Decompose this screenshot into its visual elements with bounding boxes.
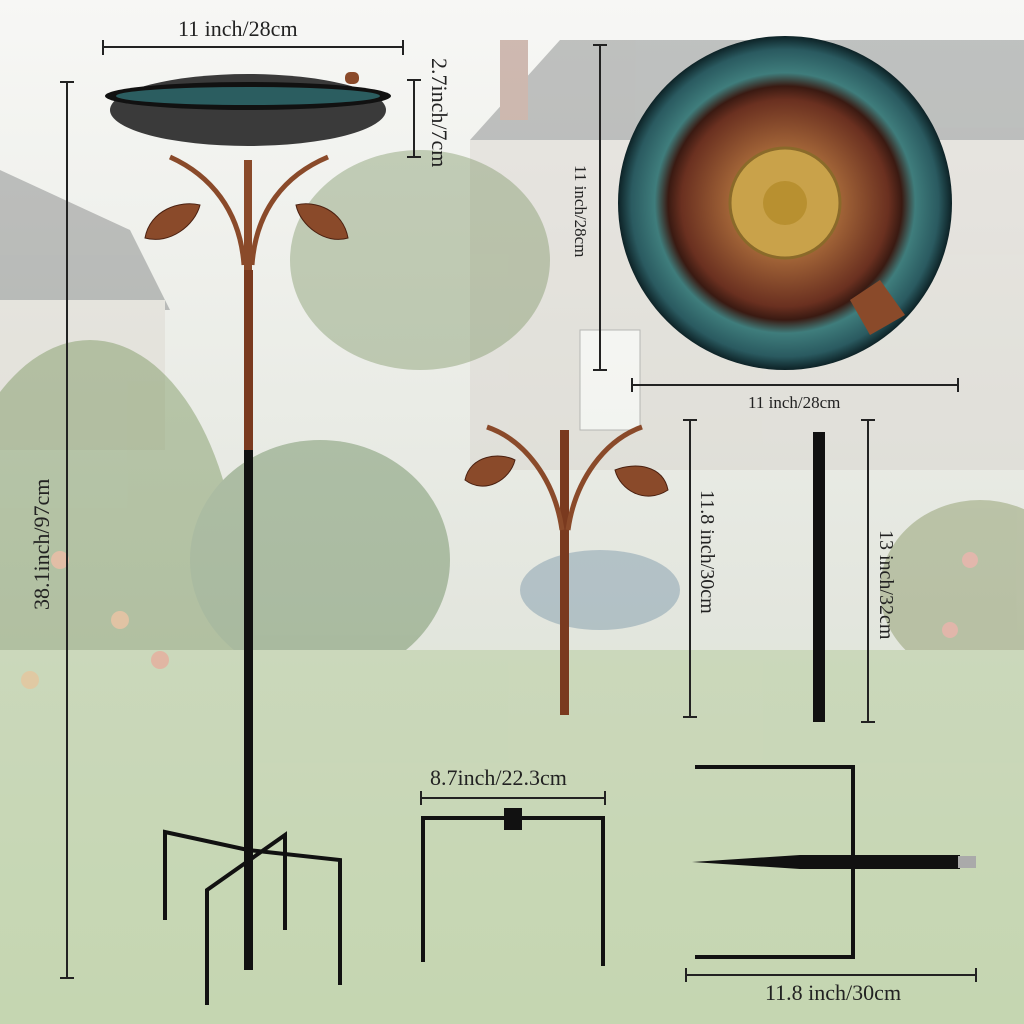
stake-part xyxy=(692,765,976,959)
pole-part xyxy=(813,432,825,722)
pole-height-label: 13 inch/32cm xyxy=(875,530,897,640)
assembled-birdbath xyxy=(105,72,391,1005)
leaf-section-part xyxy=(464,424,669,715)
bowl-depth-label: 2.7inch/7cm xyxy=(427,58,452,168)
bowl-top-view xyxy=(618,36,952,370)
bowl-width-label: 11 inch/28cm xyxy=(178,16,298,41)
dimension-lines xyxy=(60,40,977,982)
total-height-label: 38.1inch/97cm xyxy=(29,478,54,610)
stake-width-label: 11.8 inch/30cm xyxy=(765,980,902,1005)
bowl-top-height-label: 11 inch/28cm xyxy=(571,165,590,258)
base-collar xyxy=(504,808,522,830)
base-width-label: 8.7inch/22.3cm xyxy=(430,765,567,790)
leaf-section-height-label: 11.8 inch/30cm xyxy=(696,490,718,614)
bowl-top-width-label: 11 inch/28cm xyxy=(748,393,841,412)
